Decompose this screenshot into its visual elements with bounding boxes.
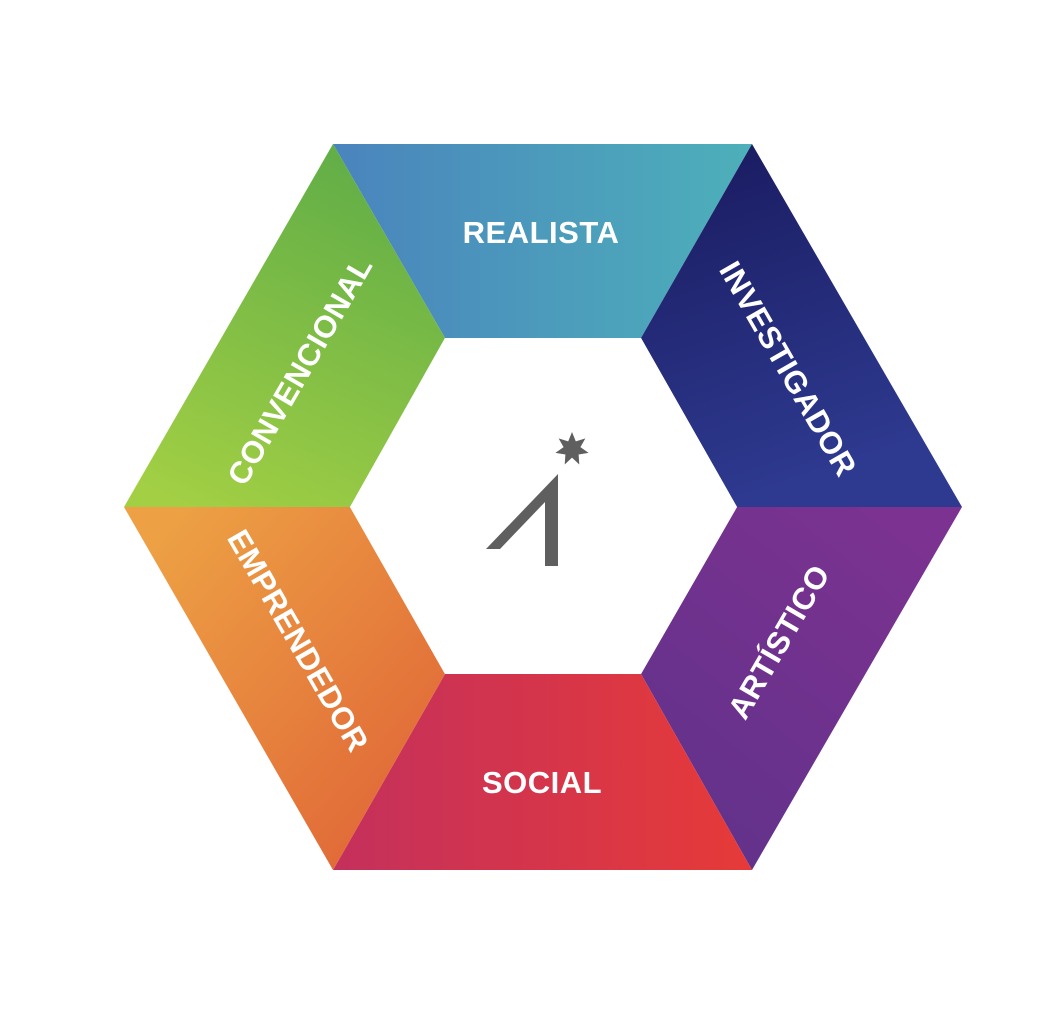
segment-realista — [333, 144, 752, 338]
segment-investigador — [641, 144, 962, 507]
logo-icon — [486, 432, 589, 566]
center-hexagon — [350, 338, 737, 674]
segment-convencional — [124, 144, 445, 507]
segment-emprendedor — [124, 507, 445, 870]
label-social: SOCIAL — [482, 765, 602, 800]
logo-star-icon — [555, 432, 589, 465]
segment-artistico — [641, 507, 962, 870]
label-realista: REALISTA — [463, 215, 620, 250]
logo-chevron-shape — [486, 474, 558, 566]
segment-social — [333, 674, 752, 870]
